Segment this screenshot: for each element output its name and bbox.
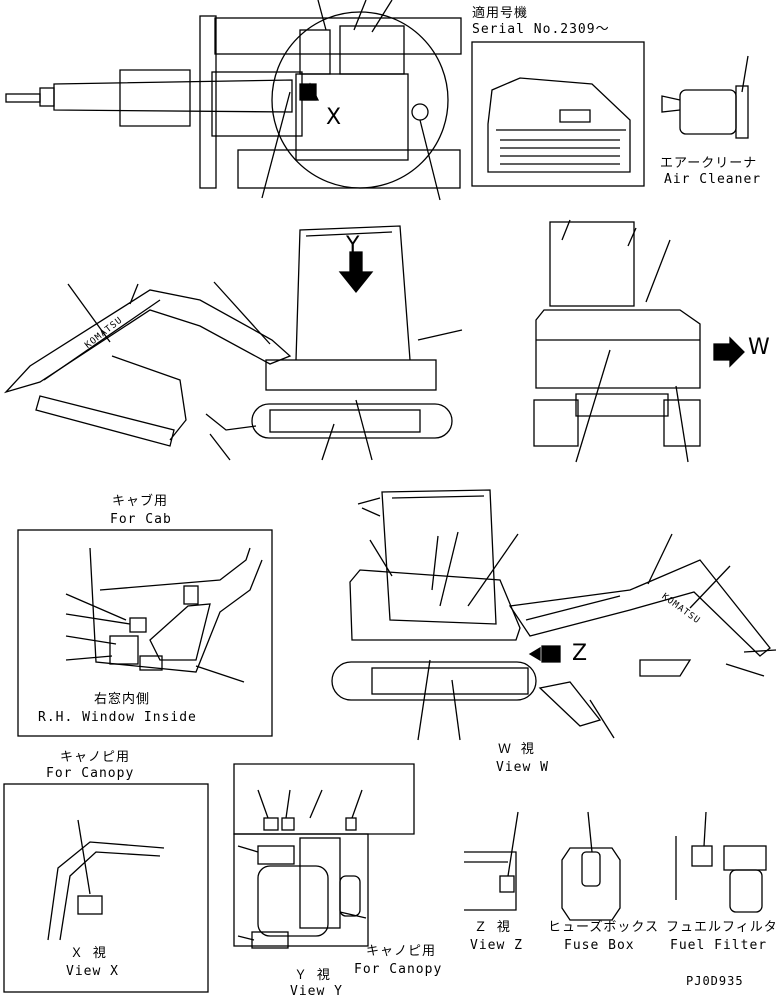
fuse-box-jp-label: ヒューズボックス: [548, 920, 659, 935]
view-w-jp-label: Ｗ 視: [498, 742, 535, 757]
for-cab-jp-label: キャブ用: [112, 494, 169, 509]
view-y-en-label: View Y: [290, 984, 343, 999]
air-cleaner-en-label: Air Cleaner: [664, 172, 762, 187]
marker-z: Z: [572, 641, 589, 666]
fuel-filter-jp-label: フュエルフィルタ: [666, 920, 778, 935]
fuel-filter-en-label: Fuel Filter: [670, 938, 768, 953]
view-x-box: [3, 783, 209, 993]
window-jp-label: 右窓内側: [94, 692, 151, 707]
top-plan-view: [5, 0, 462, 201]
view-x-jp-label: Ｘ 視: [70, 946, 107, 961]
fuel-filter-figure: [675, 811, 767, 913]
view-z-jp-label: Ｚ 視: [474, 920, 511, 935]
marker-w: W: [748, 335, 771, 360]
serial-engine-figure: [471, 41, 645, 187]
marker-x: X: [326, 105, 343, 130]
serial-en-label: Serial No.2309～: [472, 22, 610, 37]
air-cleaner-jp-label: エアークリーナ: [660, 156, 758, 171]
for-canopy-left-en-label: For Canopy: [46, 766, 135, 781]
fuse-box-en-label: Fuse Box: [564, 938, 635, 953]
serial-jp-label: 適用号機: [472, 6, 529, 21]
window-en-label: R.H. Window Inside: [38, 710, 197, 725]
drawing-code: PJ0D935: [686, 974, 744, 988]
view-z-en-label: View Z: [470, 938, 523, 953]
side-view-left: [3, 225, 463, 461]
view-y-box: [233, 763, 415, 949]
side-view-right: [331, 489, 777, 741]
view-w-en-label: View W: [496, 760, 549, 775]
cab-inside-box: [17, 529, 273, 737]
air-cleaner-figure: [661, 55, 749, 139]
marker-y: Y: [346, 233, 361, 258]
for-canopy-left-jp-label: キャノピ用: [60, 750, 131, 765]
view-y-jp-label: Ｙ 視: [294, 968, 331, 983]
for-cab-en-label: For Cab: [110, 512, 172, 527]
view-x-en-label: View X: [66, 964, 119, 979]
fuse-box-figure: [561, 811, 621, 921]
for-canopy-right-jp-label: キャノピ用: [366, 944, 437, 959]
view-z-figure: [464, 811, 519, 911]
view-x-arrow: [300, 82, 320, 101]
for-canopy-right-en-label: For Canopy: [354, 962, 443, 977]
rear-view: [533, 219, 745, 463]
